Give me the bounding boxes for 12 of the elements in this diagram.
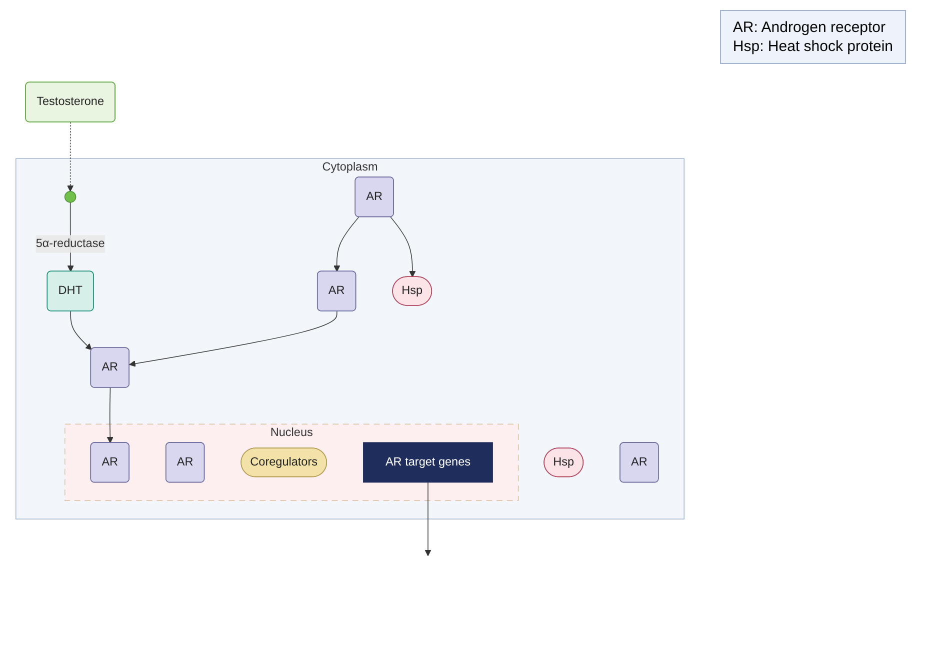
arrow: [106, 387, 114, 444]
node-circle: [64, 190, 76, 203]
arrow: [70, 310, 92, 350]
arrow: [390, 216, 416, 278]
legend-text: Hsp: Heat shock protein: [732, 38, 893, 55]
arrow: [129, 310, 338, 367]
arrow: [334, 216, 360, 272]
legend-text: AR: Androgen receptor: [732, 19, 887, 36]
edge-label: 5α-reductase: [36, 237, 105, 250]
arrow: [67, 122, 74, 192]
arrow: [424, 482, 432, 556]
node-box: AR target genes: [363, 442, 493, 483]
